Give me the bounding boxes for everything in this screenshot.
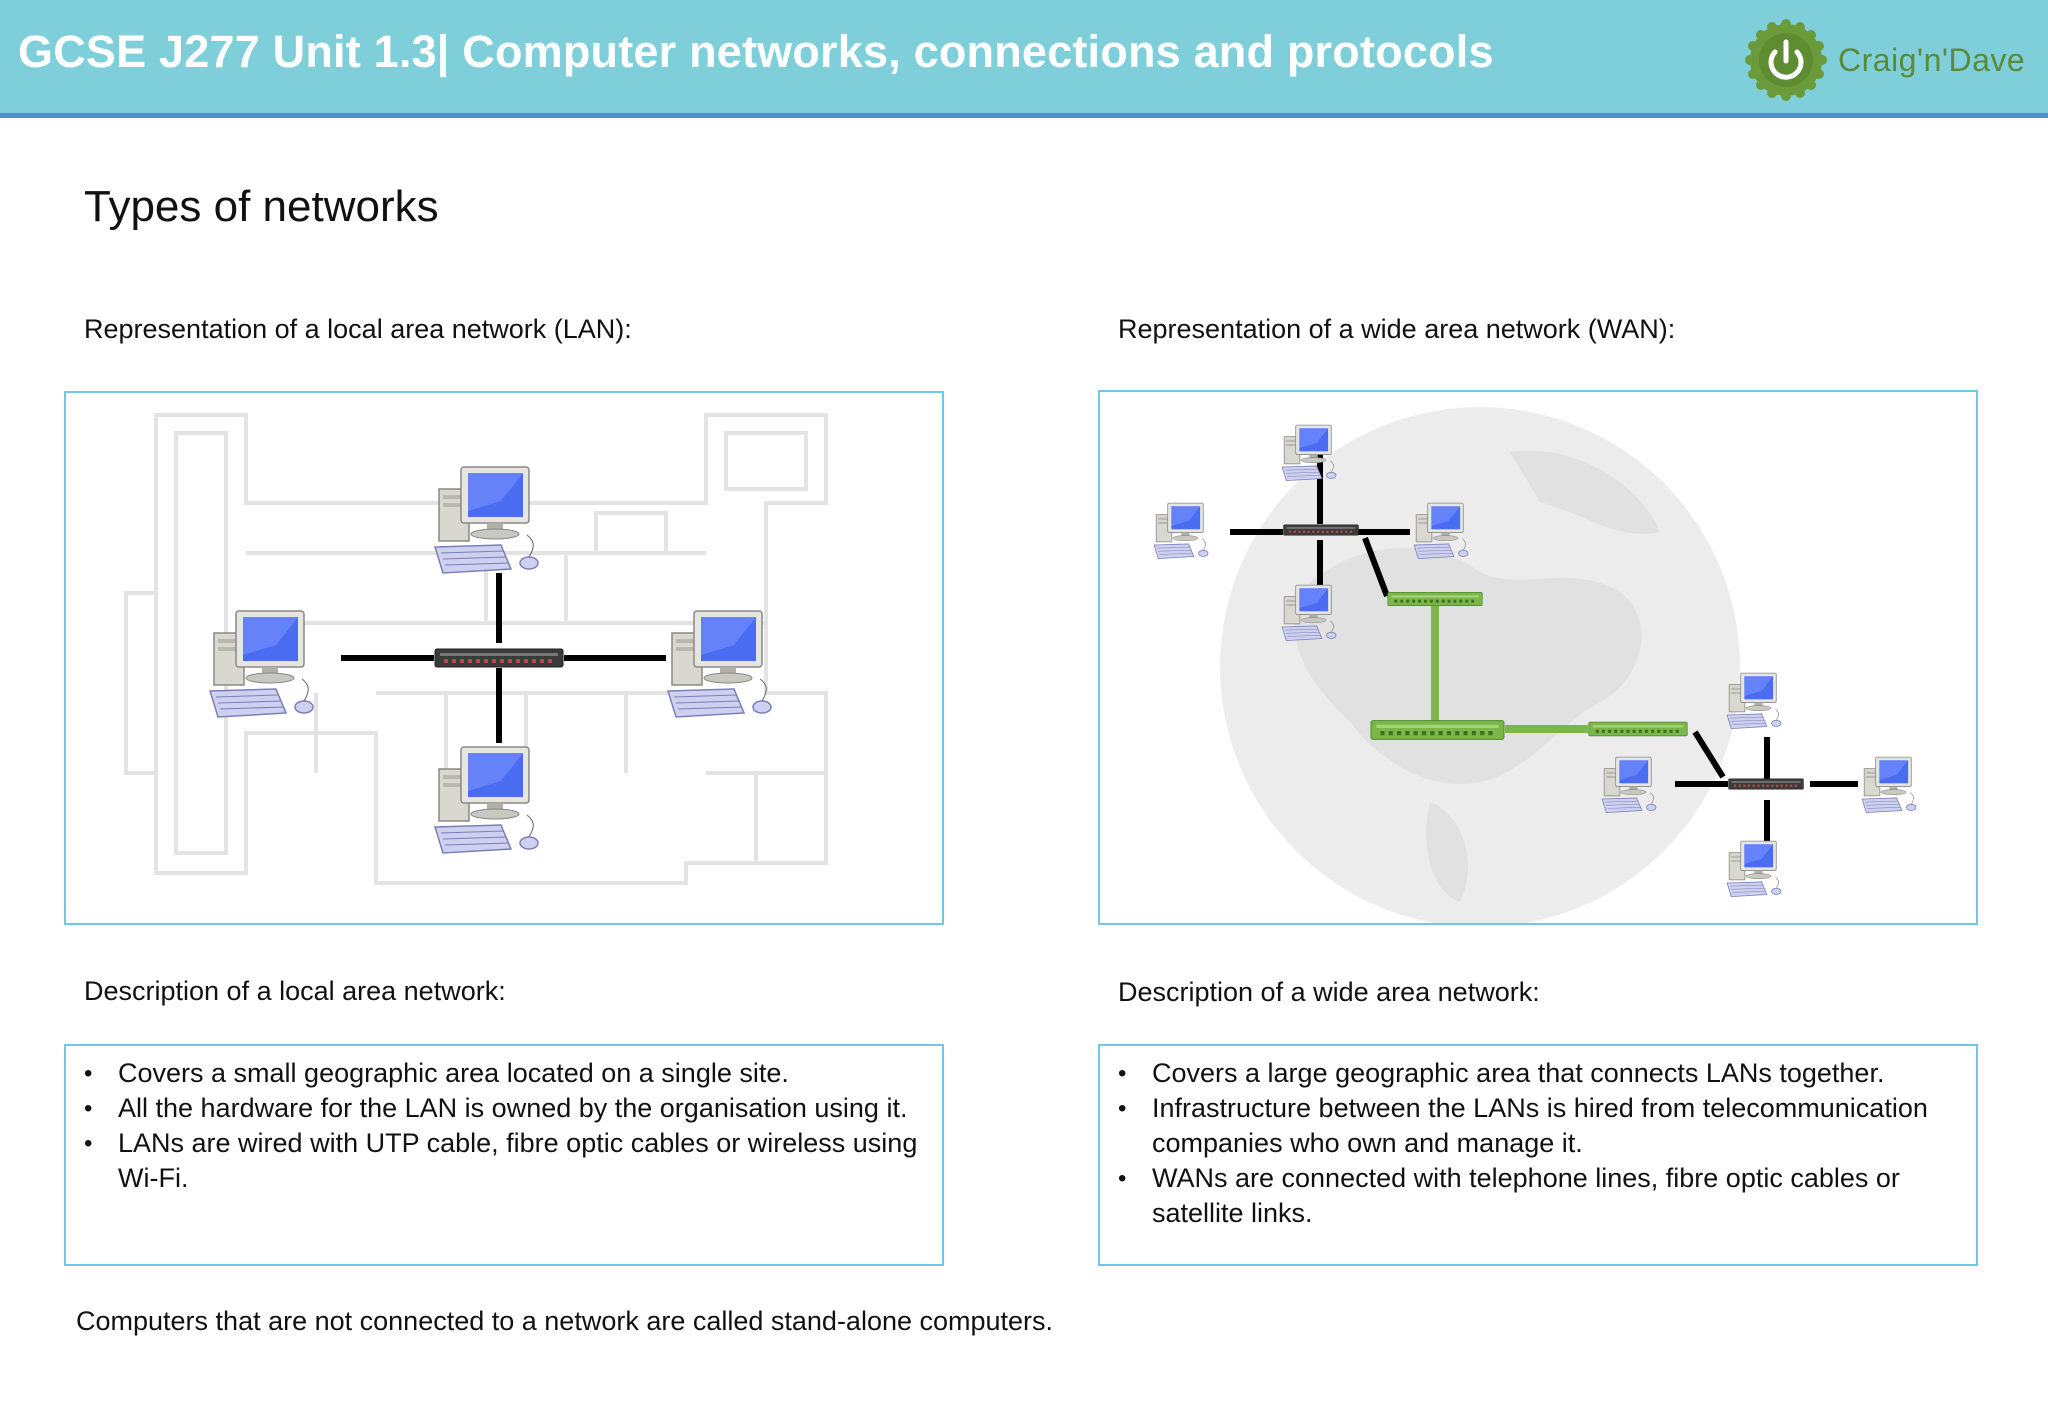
header-bar: GCSE J277 Unit 1.3| Computer networks, c… — [0, 0, 2048, 118]
lan-computer-icon — [434, 466, 539, 574]
lan-description-item: LANs are wired with UTP cable, fibre opt… — [82, 1126, 922, 1196]
wan-switch-icon — [1283, 524, 1359, 536]
wan-lan1-cables — [1230, 454, 1410, 598]
lan-diagram-frame — [64, 391, 944, 925]
lan-computer-icon — [667, 610, 772, 718]
wan-description-label: Description of a wide area network: — [1118, 977, 1540, 1007]
wan-switch-icon — [1728, 778, 1804, 790]
logo-text: Craig'n'Dave — [1838, 42, 2026, 78]
lan-description-list: Covers a small geographic area located o… — [82, 1056, 922, 1196]
wan-computer-icon — [1153, 502, 1209, 559]
header-title: GCSE J277 Unit 1.3| Computer networks, c… — [18, 26, 1494, 77]
wan-representation-label: Representation of a wide area network (W… — [1118, 314, 1676, 344]
lan-description-label: Description of a local area network: — [84, 976, 506, 1006]
lan-switch-icon — [434, 648, 564, 668]
wan-description-item: Covers a large geographic area that conn… — [1116, 1056, 1956, 1091]
globe-background — [1220, 407, 1740, 923]
wan-description-box: Covers a large geographic area that conn… — [1098, 1044, 1978, 1266]
wan-router-icon — [1588, 721, 1688, 737]
wan-computer-icon — [1861, 756, 1917, 813]
wan-router-icon — [1387, 591, 1483, 607]
wan-router-icon — [1370, 720, 1505, 740]
wan-links — [1431, 605, 1588, 733]
lan-cables — [341, 573, 666, 743]
wan-description-list: Covers a large geographic area that conn… — [1116, 1056, 1956, 1231]
wan-diagram-frame — [1098, 390, 1978, 925]
power-logo-icon — [1745, 19, 1827, 101]
wan-computer-icon — [1726, 840, 1782, 897]
lan-computer-icon — [434, 746, 539, 854]
lan-description-box: Covers a small geographic area located o… — [64, 1044, 944, 1266]
lan-description-item: All the hardware for the LAN is owned by… — [82, 1091, 922, 1126]
lan-diagram — [124, 413, 828, 885]
footer-note: Computers that are not connected to a ne… — [76, 1306, 1054, 1336]
wan-description-item: WANs are connected with telephone lines,… — [1116, 1161, 1956, 1231]
wan-diagram — [1153, 407, 1917, 923]
lan-representation-label: Representation of a local area network (… — [84, 314, 632, 344]
lan-description-item: Covers a small geographic area located o… — [82, 1056, 922, 1091]
page-title: Types of networks — [84, 182, 439, 231]
floor-plan-background — [124, 413, 828, 885]
wan-description-item: Infrastructure between the LANs is hired… — [1116, 1091, 1956, 1161]
